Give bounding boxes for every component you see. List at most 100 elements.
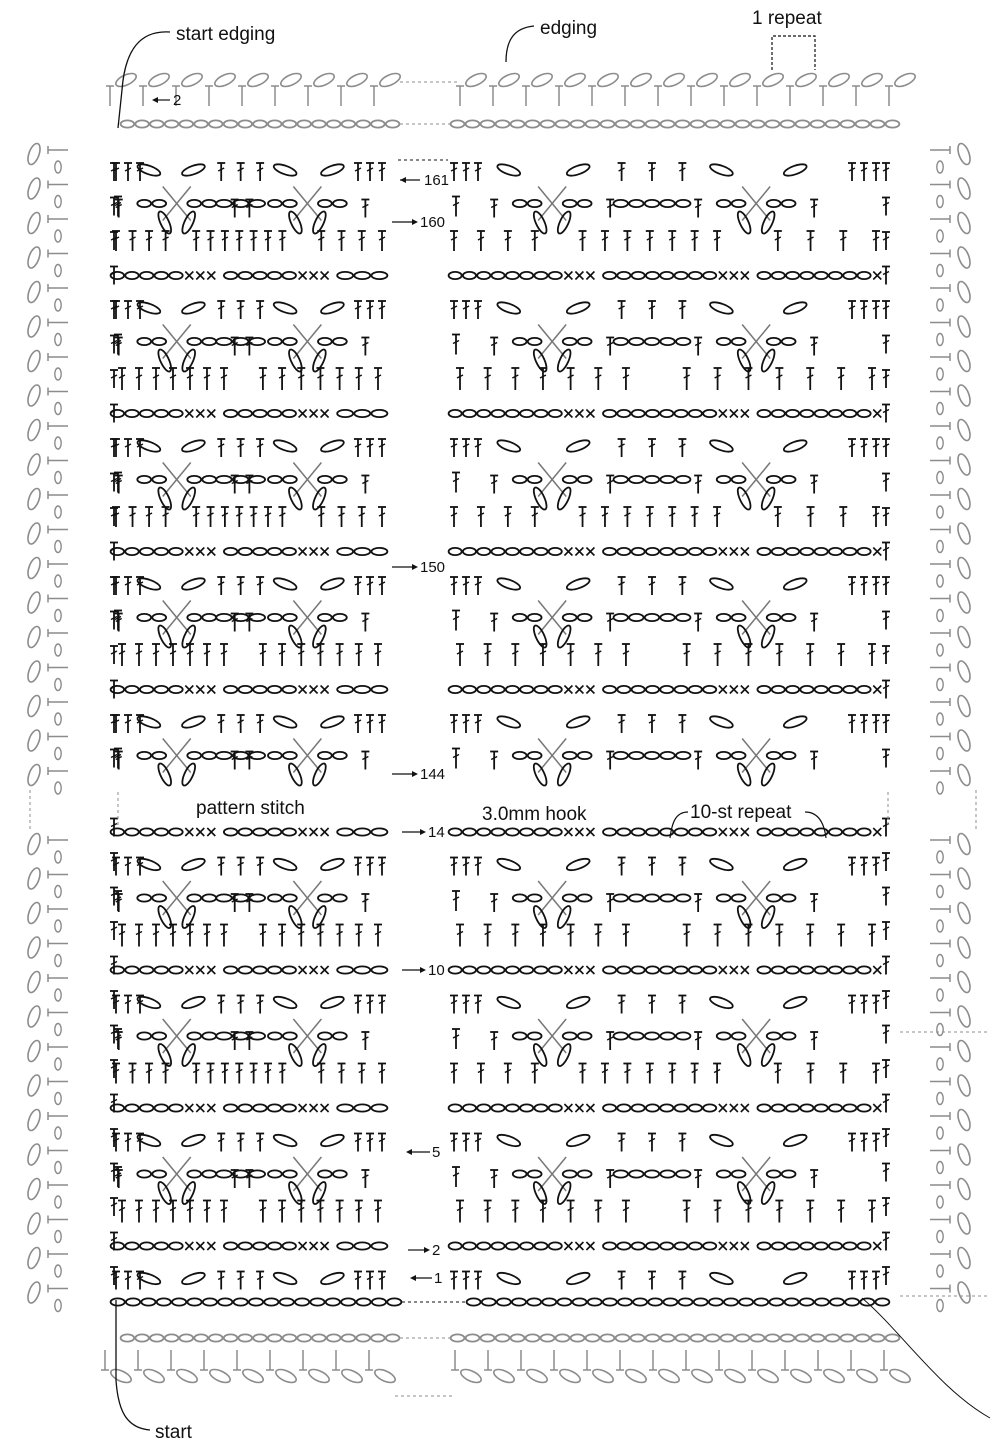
pattern-row <box>112 856 386 875</box>
chain-stitch <box>800 828 813 835</box>
chain-row <box>337 548 387 555</box>
chain-stitch <box>534 1104 547 1111</box>
sc-stitch <box>196 410 204 418</box>
chain-row <box>767 752 796 759</box>
pattern-row <box>118 1201 382 1223</box>
chain-stitch <box>310 1298 324 1305</box>
dc-stitch <box>806 1201 814 1223</box>
dc-stitch <box>336 1201 344 1223</box>
dc-stitch <box>237 163 245 181</box>
chain-stitch <box>757 1242 770 1249</box>
pattern-row <box>452 1019 818 1068</box>
chain-stitch <box>520 272 533 279</box>
chain-row <box>449 828 562 835</box>
chain-row <box>111 410 183 417</box>
sc-stitch <box>741 966 749 974</box>
dc-stitch <box>882 405 890 423</box>
chain-loop <box>496 576 521 592</box>
chain-stitch <box>541 1334 555 1341</box>
pattern-row <box>112 714 386 733</box>
chain-row <box>187 200 216 207</box>
chain-stitch <box>689 1104 702 1111</box>
chain-stitch <box>886 120 900 127</box>
chain-stitch <box>528 752 542 759</box>
chain-stitch <box>477 272 490 279</box>
chain-stitch <box>202 476 216 483</box>
chain-stitch <box>371 272 387 279</box>
chain-stitch <box>578 1032 592 1039</box>
chain-stitch <box>224 966 237 973</box>
chain-stitch <box>187 752 201 759</box>
chain-row <box>224 410 296 417</box>
chain-stitch <box>676 1170 690 1177</box>
dc-stitch <box>860 858 868 876</box>
chain-stitch <box>268 120 282 127</box>
dc-stitch <box>868 368 876 390</box>
dc-stitch <box>278 368 286 390</box>
chain-stitch <box>772 966 785 973</box>
pattern-row <box>112 1270 386 1289</box>
fan-cluster <box>694 1019 818 1068</box>
svg-text:5: 5 <box>432 1144 440 1161</box>
chain-stitch <box>826 1334 840 1341</box>
fan-cluster <box>245 601 369 650</box>
chain-row <box>449 966 562 973</box>
chain-row <box>757 548 870 555</box>
chain-stitch <box>800 1298 814 1305</box>
sc-stitch <box>299 828 307 836</box>
dc-stitch <box>860 577 868 595</box>
fan-cluster <box>694 881 818 930</box>
chain-row <box>224 1104 296 1111</box>
chain-stitch <box>155 1104 168 1111</box>
dc-stitch <box>713 507 721 527</box>
dc-stitch <box>594 644 602 666</box>
chain-loop <box>272 1132 297 1148</box>
dc-stitch <box>366 996 374 1014</box>
dc-stitch <box>810 338 818 356</box>
chain-stitch <box>772 828 785 835</box>
chain-row <box>224 548 296 555</box>
chain-row <box>717 752 746 759</box>
chain-stitch <box>155 966 168 973</box>
chain-stitch <box>829 410 842 417</box>
chain-loop <box>320 994 345 1010</box>
chain-stitch <box>268 1170 282 1177</box>
chain-stitch <box>152 200 166 207</box>
dc-stitch <box>490 338 498 356</box>
chain-stitch <box>757 828 770 835</box>
chain-stitch <box>689 272 702 279</box>
pattern-row <box>112 507 386 527</box>
chain-stitch <box>617 272 630 279</box>
edging-row <box>106 71 402 106</box>
chain-row <box>337 272 387 279</box>
chain-row <box>121 1334 400 1341</box>
pattern-row <box>449 1104 882 1112</box>
dc-stitch <box>713 1064 721 1084</box>
sc-stitch <box>299 686 307 694</box>
chain-stitch <box>617 828 630 835</box>
dc-stitch <box>882 888 890 906</box>
chain-stitch <box>187 200 201 207</box>
chain-stitch <box>717 476 731 483</box>
chain-loop <box>181 162 206 178</box>
sc-stitch <box>873 272 881 280</box>
chain-stitch <box>333 338 347 345</box>
chain-stitch <box>786 966 799 973</box>
sc-stitch <box>719 686 727 694</box>
edging-col <box>26 142 68 1312</box>
dc-stitch <box>317 231 325 251</box>
sc-stitch <box>873 1104 881 1112</box>
dc-stitch <box>124 301 132 319</box>
chain-stitch <box>187 894 201 901</box>
chain-stitch <box>534 686 547 693</box>
chain-stitch <box>549 1104 562 1111</box>
chain-stitch <box>216 200 231 207</box>
chain-stitch <box>209 1334 223 1341</box>
chain-row <box>614 1032 691 1039</box>
chain-stitch <box>449 966 462 973</box>
chain-stitch <box>169 686 182 693</box>
chain-row <box>563 338 592 345</box>
chain-stitch <box>520 828 533 835</box>
chain-stitch <box>224 410 237 417</box>
chain-stitch <box>757 686 770 693</box>
